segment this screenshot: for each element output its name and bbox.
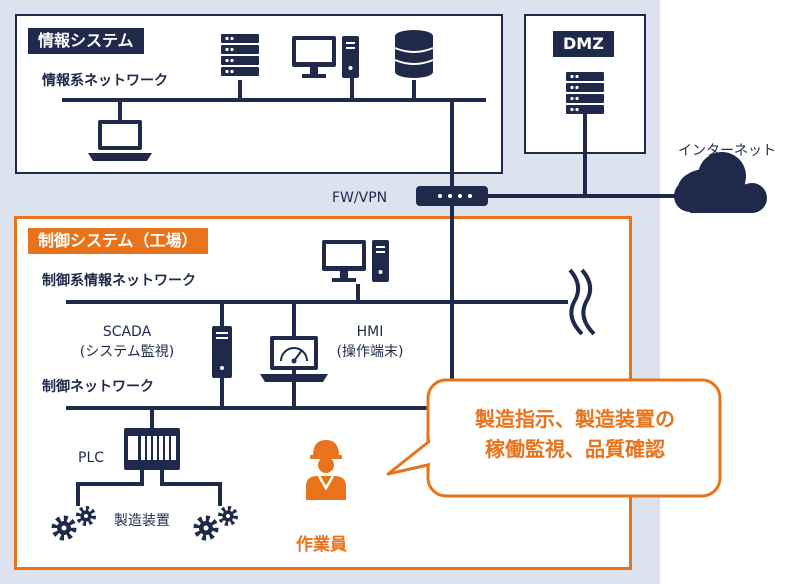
plc-label: PLC	[78, 450, 105, 466]
control-network-label: 制御ネットワーク	[42, 379, 154, 395]
gear-icon	[197, 519, 215, 537]
equipment-label: 製造装置	[114, 513, 170, 529]
callout-line-2: 稼働監視、品質確認	[485, 437, 665, 461]
scada-name: SCADA	[102, 324, 152, 340]
control-info-network-label: 制御系情報ネットワーク	[42, 273, 196, 289]
scada-label: SCADA (システム監視)	[64, 322, 190, 362]
worker-label: 作業員	[296, 535, 347, 555]
callout-text: 製造指示、製造装置の 稼働監視、品質確認	[430, 404, 720, 464]
gear-icon	[79, 509, 93, 523]
hmi-label: HMI (操作端末)	[322, 322, 418, 362]
gear-icon	[55, 519, 73, 537]
desktop-pc-icon	[322, 240, 389, 282]
gauge-laptop-icon	[260, 336, 328, 382]
fw-vpn-label: FW/VPN	[332, 190, 388, 206]
firewall-router-icon	[416, 186, 488, 206]
info-network-label: 情報系ネットワーク	[42, 73, 168, 89]
dmz-title: DMZ	[553, 31, 614, 57]
scada-server-icon	[212, 326, 232, 378]
plc-icon	[124, 428, 180, 470]
control-system-title: 制御システム（工場）	[28, 228, 208, 254]
scada-sub: (システム監視)	[79, 344, 175, 360]
server-icon	[221, 34, 259, 76]
info-system-title: 情報システム	[28, 28, 144, 54]
dmz-server-icon	[566, 72, 604, 114]
speech-callout	[386, 378, 722, 498]
desktop-pc-icon	[292, 36, 359, 78]
cloud-icon	[674, 152, 767, 213]
worker-icon	[306, 440, 346, 500]
hmi-name: HMI	[356, 324, 384, 340]
hmi-sub: (操作端末)	[336, 344, 404, 360]
gear-icon	[221, 509, 235, 523]
database-icon	[394, 30, 434, 78]
wavy-line-break	[568, 268, 596, 336]
laptop-icon	[88, 120, 152, 161]
internet-label: インターネット	[678, 143, 776, 159]
callout-line-1: 製造指示、製造装置の	[475, 407, 675, 431]
